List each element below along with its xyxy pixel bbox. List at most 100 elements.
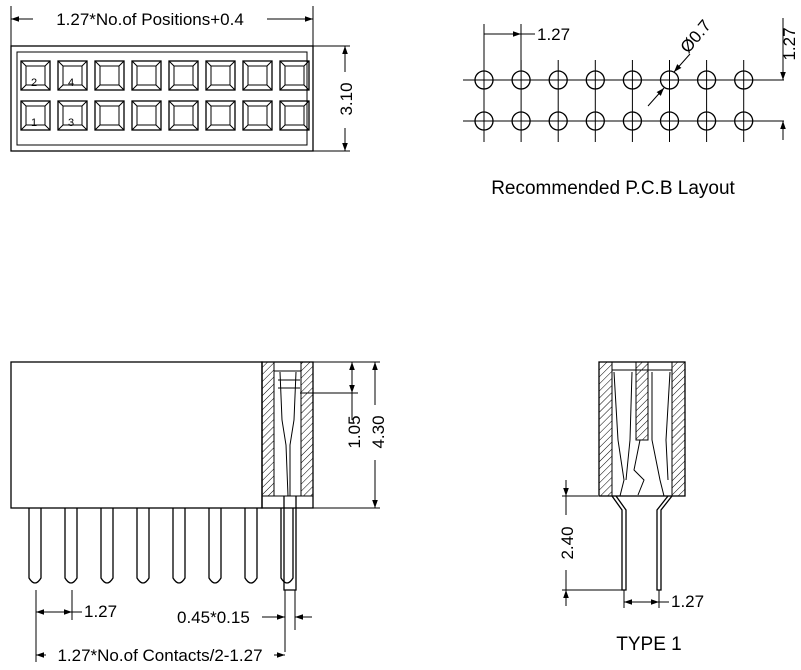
pin-cavity-inner xyxy=(136,65,157,86)
pin-tail xyxy=(136,508,150,584)
contact-spring xyxy=(279,371,297,497)
connector-body-inner xyxy=(16,51,308,146)
pcb-hole xyxy=(548,70,568,90)
pin-cavity-inner xyxy=(25,65,46,86)
pin-cavity-inner xyxy=(210,65,231,86)
pin-number-label: 1 xyxy=(31,117,37,129)
contact-spring xyxy=(651,371,671,497)
pin-tail xyxy=(280,508,294,584)
pin-cavity xyxy=(94,60,125,91)
type-body-outline xyxy=(598,361,686,497)
span-dimension-label: 1.27*No.of Contacts/2-1.27 xyxy=(57,646,262,665)
contact-spring xyxy=(613,371,633,497)
leader-line xyxy=(647,87,665,107)
pcb-caption: Recommended P.C.B Layout xyxy=(491,178,735,199)
pin-cavity xyxy=(131,100,162,131)
pcb-hole xyxy=(696,111,717,131)
pin-cavity-inner xyxy=(173,105,194,126)
pcb-hole xyxy=(548,111,568,131)
section-wall xyxy=(671,361,686,497)
pin-cavity xyxy=(168,60,199,91)
pin-cavity xyxy=(57,100,88,131)
connector-body-top xyxy=(10,45,314,152)
pin-tails xyxy=(28,496,297,591)
pin-cavity xyxy=(279,60,310,91)
pin-tail xyxy=(611,495,627,591)
pin-cavity xyxy=(279,100,310,131)
pin-cavity-inner xyxy=(62,105,83,126)
type-pitch-label: 1.27 xyxy=(671,592,704,611)
top-view: 1.27*No.of Positions+0.4 2 4 1 3 3.10 xyxy=(10,6,356,152)
pin-number-label: 3 xyxy=(68,117,74,129)
pin-cavity-chamfer xyxy=(131,60,162,91)
pin-tail xyxy=(172,508,186,584)
pin-cavity-inner xyxy=(247,65,268,86)
pin-tail xyxy=(28,508,42,584)
pcb-hole xyxy=(734,70,754,90)
pcb-hole xyxy=(659,111,680,131)
pin-cavity-chamfer xyxy=(57,60,88,91)
pin-tail xyxy=(244,508,258,584)
pcb-hole xyxy=(511,70,531,90)
pin-cavity-chamfer xyxy=(205,100,236,131)
pin-tail xyxy=(100,508,114,584)
height-dimension-label: 3.10 xyxy=(337,82,356,115)
pcb-pitch-label: 1.27 xyxy=(537,25,570,44)
pcb-hole xyxy=(696,70,717,90)
pin-cavity-chamfer xyxy=(242,100,273,131)
pin-cavity-grid xyxy=(20,60,310,131)
pin-cavity-inner xyxy=(25,105,46,126)
pin-cavity-chamfer xyxy=(94,60,125,91)
type-1-view: 2.40 1.27 TYPE 1 xyxy=(558,361,704,655)
pin-cavity xyxy=(242,100,273,131)
section-wall xyxy=(300,361,314,497)
pin-number-label: 4 xyxy=(68,77,74,89)
pin-cavity-chamfer xyxy=(242,60,273,91)
pin-cavity-inner xyxy=(136,105,157,126)
pin-cavity-inner xyxy=(99,105,120,126)
pin-cavity-inner xyxy=(284,65,305,86)
side-view: 1.05 4.30 1.27 0.45*0.15 1.27*No.of Cont… xyxy=(10,361,388,665)
total-height-label: 4.30 xyxy=(369,415,388,448)
type-caption: TYPE 1 xyxy=(616,634,681,655)
section-wall xyxy=(598,361,613,497)
pin-cavity-chamfer xyxy=(279,100,310,131)
pcb-hole xyxy=(474,70,494,90)
pcb-hole xyxy=(585,70,605,90)
pin-cavity-inner xyxy=(210,105,231,126)
connector-body-side xyxy=(10,361,263,509)
pcb-hole xyxy=(622,111,643,131)
pin-cavity-inner xyxy=(99,65,120,86)
pin-cavity-inner xyxy=(284,105,305,126)
pin-cavity xyxy=(20,60,51,91)
pin-cavity-chamfer xyxy=(205,60,236,91)
contact-detail xyxy=(633,439,645,496)
pcb-hole xyxy=(511,111,531,131)
width-dimension-label: 1.27*No.of Positions+0.4 xyxy=(56,10,244,29)
depth-dimension-label: 1.05 xyxy=(345,415,364,448)
pin-tail xyxy=(64,508,78,584)
pcb-hole xyxy=(734,111,754,131)
contact-detail xyxy=(278,379,300,389)
section-outline xyxy=(261,361,314,509)
pin-size-label: 0.45*0.15 xyxy=(177,608,250,627)
pin-cavity-inner xyxy=(247,105,268,126)
pin-cavity xyxy=(94,100,125,131)
pin-cavity xyxy=(168,100,199,131)
pcb-hole xyxy=(474,111,494,131)
pin-cavity-chamfer xyxy=(20,100,51,131)
pin-cavity-chamfer xyxy=(279,60,310,91)
pin-cavity xyxy=(205,100,236,131)
tail-length-label: 2.40 xyxy=(558,526,577,559)
pin-cavity xyxy=(57,60,88,91)
pin-cavity-chamfer xyxy=(57,100,88,131)
pcb-hole xyxy=(585,111,605,131)
pin-cavity xyxy=(242,60,273,91)
pin-cavity-chamfer xyxy=(168,100,199,131)
pin-cavity-chamfer xyxy=(20,60,51,91)
section-wall xyxy=(261,361,275,497)
pin-cavity-chamfer xyxy=(94,100,125,131)
row-pitch-label: 1.27 xyxy=(780,27,799,60)
pin-tail xyxy=(656,495,673,591)
